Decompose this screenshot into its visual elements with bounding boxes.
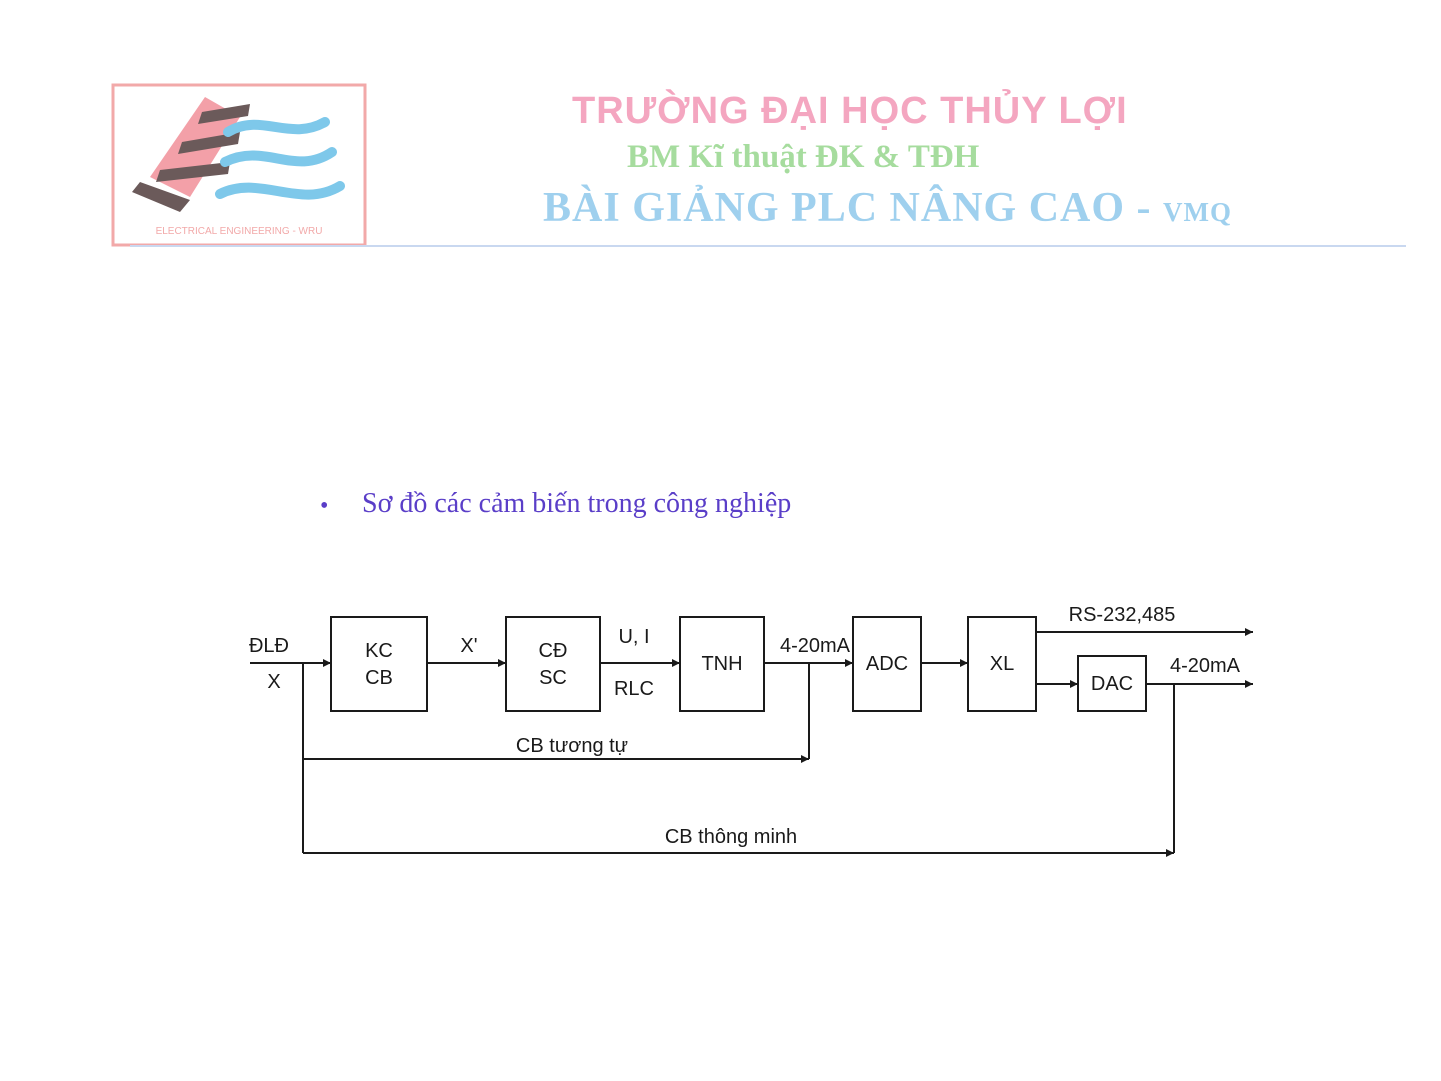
label-current-analog: 4-20mA [780, 635, 851, 657]
block-cdsc-label-2: SC [539, 667, 567, 689]
label-current-output: 4-20mA [1170, 655, 1241, 677]
label-x-prime: X' [460, 635, 477, 657]
label-rs-protocol: RS-232,485 [1069, 604, 1176, 626]
block-kccb [331, 617, 427, 711]
block-tnh-label: TNH [701, 653, 742, 675]
label-input-x: X [267, 671, 280, 693]
block-kccb-label-1: KC [365, 640, 393, 662]
block-adc-label: ADC [866, 653, 908, 675]
label-input-quantity: ĐLĐ [249, 635, 289, 657]
label-rlc: RLC [614, 678, 654, 700]
label-smart-sensor: CB thông minh [665, 826, 797, 848]
block-dac-label: DAC [1091, 673, 1133, 695]
block-xl-label: XL [990, 653, 1014, 675]
block-cdsc-label-1: CĐ [539, 640, 568, 662]
label-analog-sensor: CB tương tự [516, 735, 628, 757]
label-voltage-current: U, I [618, 626, 649, 648]
block-kccb-label-2: CB [365, 667, 393, 689]
block-cdsc [506, 617, 600, 711]
